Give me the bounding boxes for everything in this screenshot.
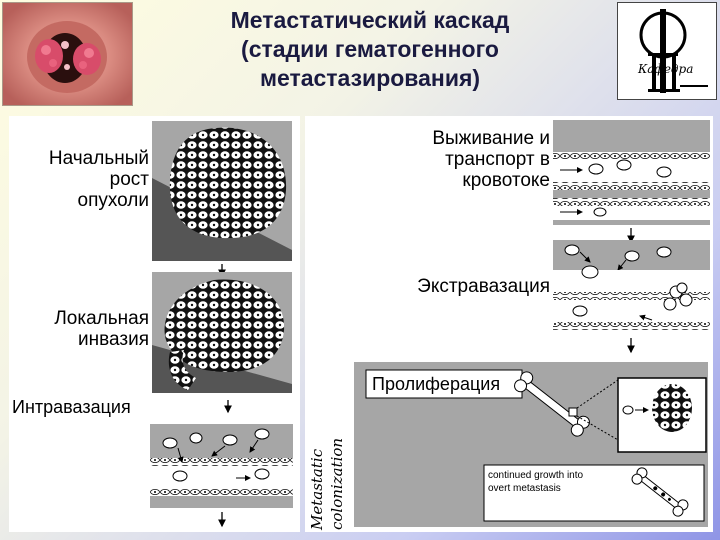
title-line-1: Метастатический каскад — [230, 7, 510, 33]
local-invasion-label: Локальная инвазия — [54, 308, 149, 350]
local-invasion-figure — [152, 272, 292, 393]
initial-growth-figure — [152, 121, 292, 261]
tumor-photo — [2, 2, 133, 106]
colonization-line-1: Metastatic — [308, 448, 326, 531]
intravasation-figure — [150, 424, 293, 508]
intravasation-label: Интравазация — [12, 397, 131, 417]
colonization-box — [354, 362, 708, 527]
department-logo: Кафедра — [617, 2, 717, 100]
initial-growth-label: Начальный рост опухоли — [48, 148, 149, 211]
colonization-label: Metastatic colonization — [308, 438, 346, 531]
colonization-line-2: colonization — [328, 438, 346, 530]
title-line-2: (стадии гематогенного — [241, 36, 499, 62]
proliferation-label: Пролиферация — [372, 374, 501, 394]
slide-title: Метастатический каскад (стадии гематоген… — [150, 6, 590, 93]
extravasation-label: Экстравазация — [417, 276, 550, 297]
survival-label: Выживание и транспорт в кровотоке — [432, 128, 550, 191]
survival-figure — [553, 120, 710, 225]
logo-text: Кафедра — [637, 62, 693, 76]
extravasation-figure — [553, 240, 710, 330]
title-line-3: метастазирования) — [259, 65, 481, 91]
continued-growth-label: continued growth into overt metastasis — [488, 470, 584, 494]
